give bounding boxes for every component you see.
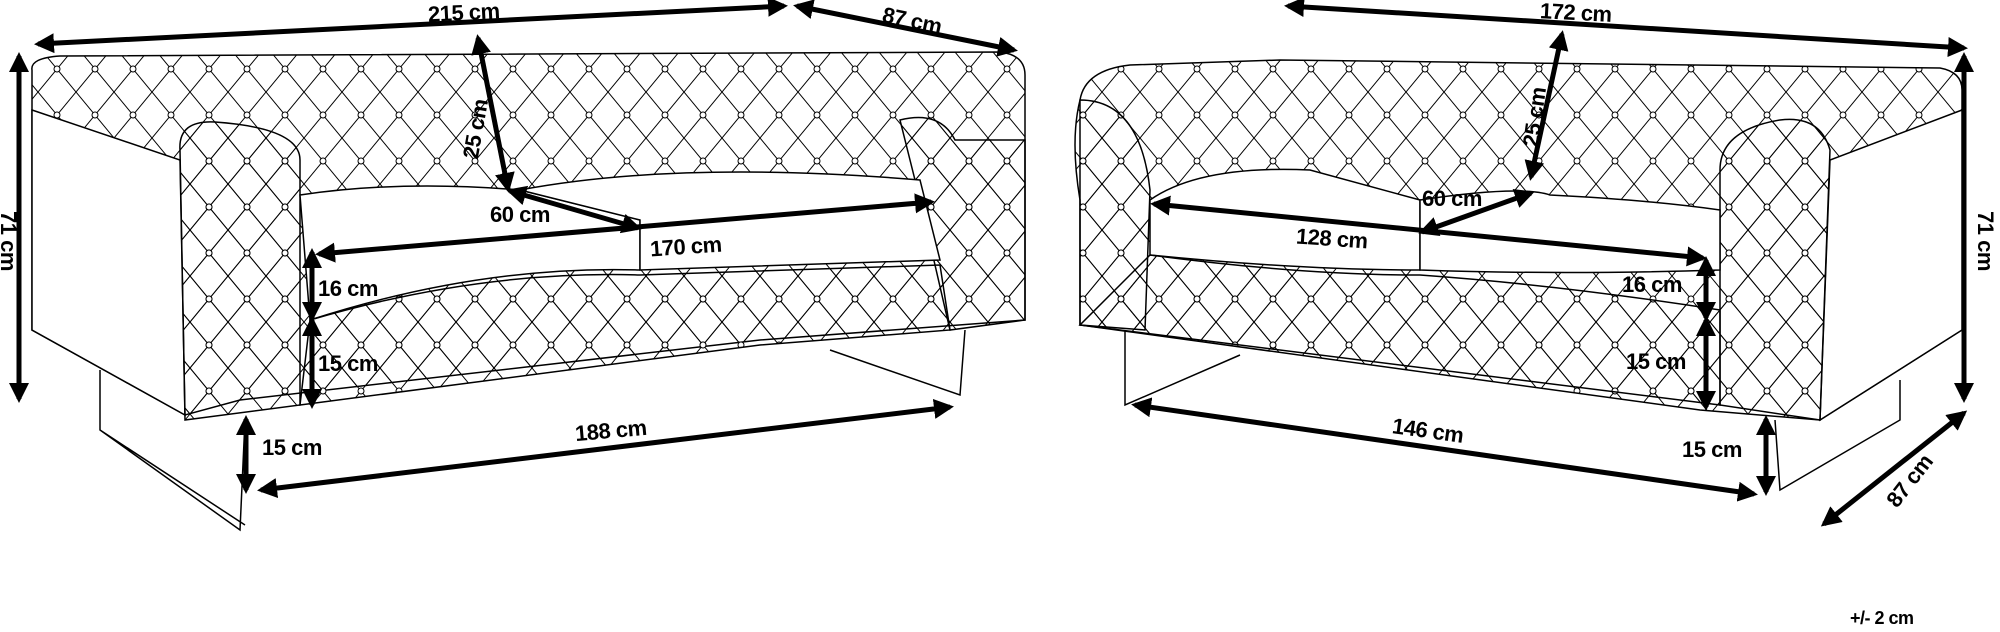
arrow-right-width bbox=[1284, 0, 1968, 57]
label-right-leg-height: 15 cm bbox=[1682, 437, 1742, 462]
arrow-left-seat-width bbox=[315, 193, 935, 263]
arrow-left-base-width bbox=[257, 398, 954, 499]
label-right-seat-width: 128 cm bbox=[1295, 223, 1369, 254]
arrow-right-depth bbox=[1820, 410, 1968, 527]
right-sofa-drawing bbox=[1074, 59, 1963, 492]
arrow-right-backrest bbox=[1524, 30, 1569, 181]
label-left-cushion-height: 16 cm bbox=[318, 276, 378, 301]
arrow-left-width bbox=[34, 0, 788, 54]
label-right-cushion-height: 16 cm bbox=[1622, 272, 1682, 297]
arrow-left-depth bbox=[793, 0, 1018, 57]
arrow-right-base-width bbox=[1131, 397, 1758, 502]
right-sofa-base-front bbox=[1078, 254, 1721, 406]
dimension-arrows bbox=[9, 0, 1974, 527]
right-sofa-right-arm-side bbox=[1819, 108, 1963, 422]
tolerance-note: +/- 2 cm bbox=[1850, 608, 1914, 628]
label-left-base-height: 15 cm bbox=[318, 351, 378, 376]
label-left-width: 215 cm bbox=[427, 0, 501, 27]
label-left-seat-depth: 60 cm bbox=[490, 202, 550, 227]
left-sofa-left-arm-side bbox=[31, 108, 186, 417]
arrow-left-backrest bbox=[471, 34, 515, 193]
label-right-base-height: 15 cm bbox=[1626, 349, 1686, 374]
arrow-right-seat-width bbox=[1150, 195, 1707, 267]
left-sofa-right-arm bbox=[899, 116, 1026, 331]
label-left-height: 71 cm bbox=[0, 211, 21, 271]
right-sofa-right-arm-front bbox=[1719, 118, 1831, 421]
label-left-seat-width: 170 cm bbox=[649, 231, 723, 262]
label-right-width: 172 cm bbox=[1539, 0, 1613, 27]
label-right-height: 71 cm bbox=[1972, 211, 1998, 271]
left-sofa-base-front bbox=[299, 264, 951, 406]
label-left-leg-height: 15 cm bbox=[262, 435, 322, 460]
label-right-seat-depth: 60 cm bbox=[1422, 186, 1482, 211]
left-sofa-left-arm-front bbox=[179, 121, 301, 421]
